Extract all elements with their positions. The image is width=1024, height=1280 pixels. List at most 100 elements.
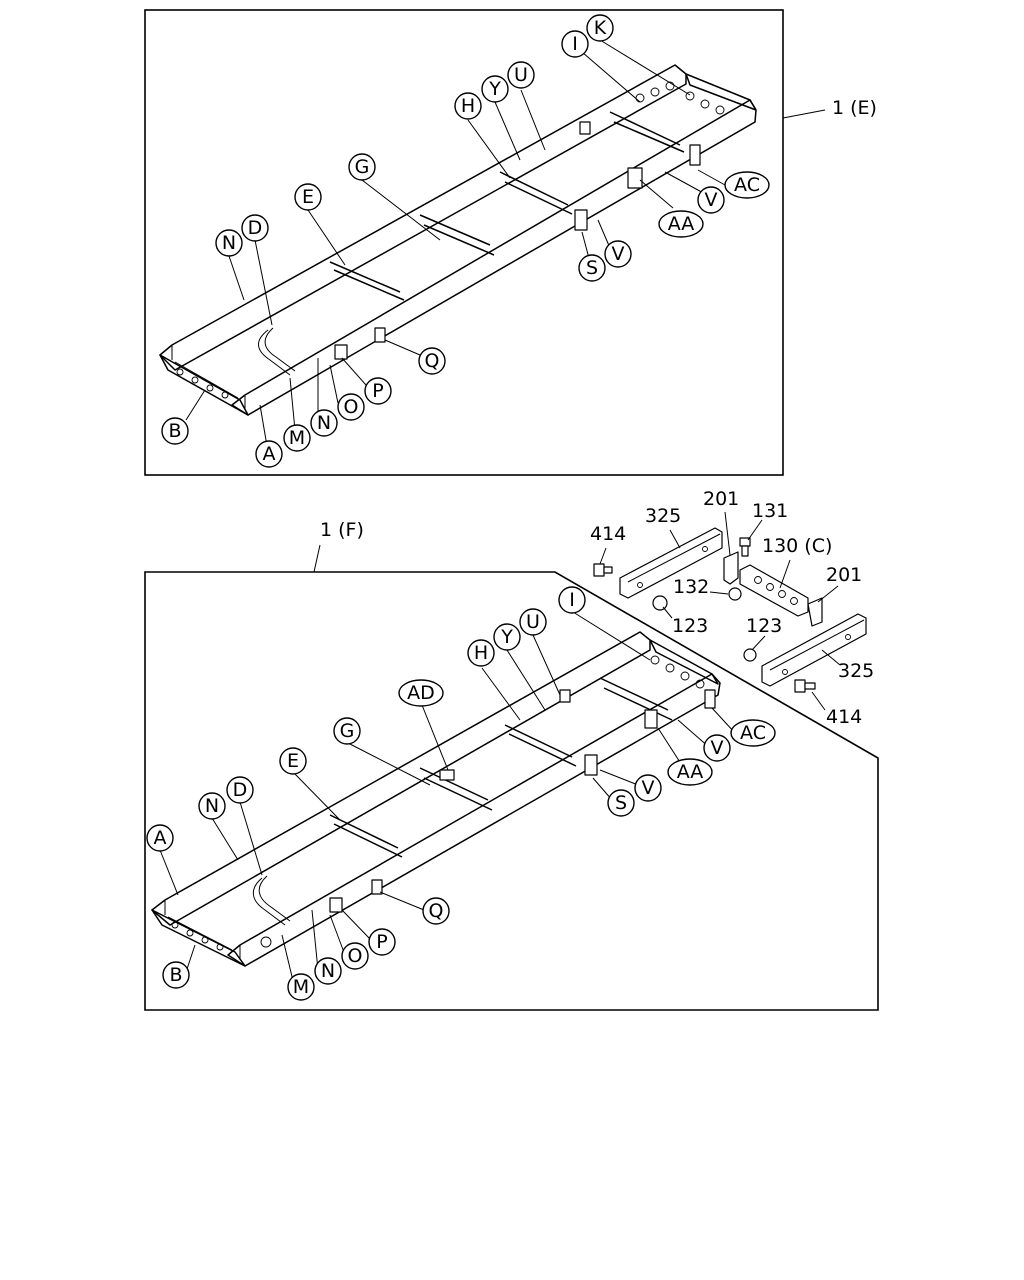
callout-bubble: M bbox=[283, 424, 311, 452]
svg-text:V: V bbox=[612, 243, 625, 265]
callout-bubble: O bbox=[337, 393, 365, 421]
part-number: 325 bbox=[645, 505, 681, 527]
svg-text:AD: AD bbox=[407, 682, 435, 704]
part-number: 201 bbox=[703, 488, 739, 510]
callout-bubble: N bbox=[314, 957, 342, 985]
callout-bubble: V bbox=[703, 734, 731, 762]
callout-bubble: D bbox=[241, 214, 269, 242]
lower-chassis-frame bbox=[151, 631, 721, 967]
part-number: 414 bbox=[826, 706, 862, 728]
callout-bubble: K bbox=[586, 14, 614, 42]
svg-text:Q: Q bbox=[429, 900, 444, 922]
bolt-414-lower bbox=[794, 679, 816, 693]
callout-bubble: P bbox=[364, 377, 392, 405]
part-number: 131 bbox=[752, 500, 788, 522]
svg-text:V: V bbox=[642, 777, 655, 799]
svg-text:I: I bbox=[572, 33, 578, 55]
svg-text:P: P bbox=[376, 931, 387, 953]
svg-text:O: O bbox=[344, 396, 359, 418]
svg-text:N: N bbox=[317, 412, 331, 434]
callout-bubble: Q bbox=[418, 347, 446, 375]
callout-bubble: E bbox=[294, 183, 322, 211]
svg-text:E: E bbox=[287, 750, 299, 772]
svg-text:AC: AC bbox=[740, 722, 766, 744]
svg-text:V: V bbox=[711, 737, 724, 759]
nut-123-upper bbox=[652, 595, 668, 611]
svg-text:H: H bbox=[474, 642, 488, 664]
part-number: 325 bbox=[838, 660, 874, 682]
callout-bubble: Y bbox=[493, 623, 521, 651]
svg-text:AA: AA bbox=[677, 761, 704, 783]
svg-text:G: G bbox=[340, 720, 355, 742]
svg-text:V: V bbox=[705, 189, 718, 211]
part-number: 123 bbox=[672, 615, 708, 637]
svg-text:H: H bbox=[461, 95, 475, 117]
svg-text:S: S bbox=[615, 792, 627, 814]
upper-chassis-frame bbox=[159, 64, 757, 416]
part-number: 201 bbox=[826, 564, 862, 586]
callout-bubble: I bbox=[558, 586, 586, 614]
callout-bubble: V bbox=[634, 774, 662, 802]
callout-bubble: Y bbox=[481, 75, 509, 103]
svg-text:U: U bbox=[514, 64, 528, 86]
svg-text:K: K bbox=[594, 17, 607, 39]
svg-text:I: I bbox=[569, 589, 575, 611]
upper-callouts: K I U Y H G E D N AC V AA V S Q P O N M … bbox=[161, 14, 770, 468]
svg-text:Y: Y bbox=[488, 78, 501, 100]
svg-text:O: O bbox=[348, 945, 363, 967]
callout-bubble: AC bbox=[724, 171, 770, 199]
lower-view: 1 (F) bbox=[144, 519, 879, 1011]
svg-text:AA: AA bbox=[668, 213, 695, 235]
callout-bubble: P bbox=[368, 928, 396, 956]
callout-bubble: H bbox=[454, 92, 482, 120]
callout-bubble: AA bbox=[658, 210, 704, 238]
lower-callouts: I U Y H AD G E D N A AC V AA V S Q P O N… bbox=[146, 586, 776, 1001]
callout-bubble: U bbox=[519, 608, 547, 636]
svg-text:M: M bbox=[289, 427, 305, 449]
svg-text:P: P bbox=[372, 380, 383, 402]
svg-text:G: G bbox=[355, 156, 370, 178]
bolt-131 bbox=[739, 537, 751, 557]
svg-text:D: D bbox=[233, 779, 248, 801]
callout-bubble: N bbox=[310, 409, 338, 437]
beam-325-lower bbox=[761, 613, 867, 687]
callout-bubble: B bbox=[161, 417, 189, 445]
svg-text:B: B bbox=[169, 964, 182, 986]
bolt-414-upper bbox=[593, 563, 613, 577]
callout-bubble: M bbox=[287, 973, 315, 1001]
callout-bubble: G bbox=[348, 153, 376, 181]
callout-bubble: B bbox=[162, 961, 190, 989]
part-number: 130 (C) bbox=[762, 535, 832, 557]
svg-text:E: E bbox=[302, 186, 314, 208]
callout-bubble: AD bbox=[398, 679, 444, 707]
svg-text:Y: Y bbox=[500, 626, 513, 648]
callout-bubble: Q bbox=[422, 897, 450, 925]
callout-bubble: AA bbox=[667, 758, 713, 786]
callout-bubble: S bbox=[578, 254, 606, 282]
callout-bubble: O bbox=[341, 942, 369, 970]
upper-view-border bbox=[144, 9, 784, 476]
svg-text:N: N bbox=[222, 232, 236, 254]
svg-text:N: N bbox=[321, 960, 335, 982]
callout-bubble: D bbox=[226, 776, 254, 804]
callout-bubble: AC bbox=[730, 719, 776, 747]
part-number: 132 bbox=[673, 576, 709, 598]
callout-bubble: G bbox=[333, 717, 361, 745]
svg-text:N: N bbox=[205, 795, 219, 817]
svg-text:A: A bbox=[263, 443, 276, 465]
callout-bubble: N bbox=[198, 792, 226, 820]
callout-bubble: N bbox=[215, 229, 243, 257]
nut-132 bbox=[728, 587, 742, 601]
exploded-parts: 414 325 201 131 130 (C) 132 123 201 123 … bbox=[590, 488, 874, 728]
beam-325-upper bbox=[619, 527, 723, 599]
svg-text:A: A bbox=[154, 827, 167, 849]
callout-bubble: S bbox=[607, 789, 635, 817]
bracket-201-left bbox=[723, 551, 739, 585]
callout-bubble: H bbox=[467, 639, 495, 667]
callout-bubble: E bbox=[279, 747, 307, 775]
svg-text:B: B bbox=[168, 420, 181, 442]
lower-view-border bbox=[144, 571, 879, 1011]
svg-text:D: D bbox=[248, 217, 263, 239]
svg-text:U: U bbox=[526, 611, 540, 633]
